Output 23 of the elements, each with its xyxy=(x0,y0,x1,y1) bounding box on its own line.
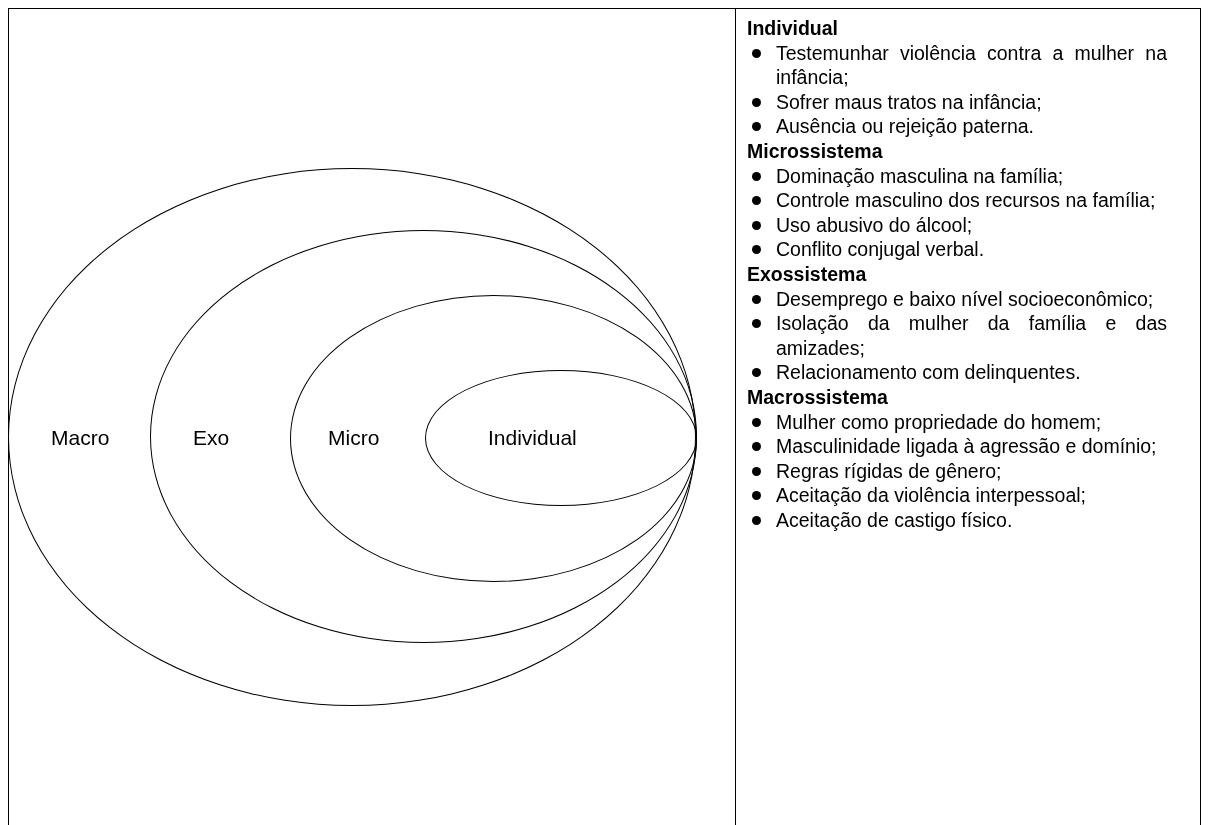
list-item-text: Aceitação de castigo físico. xyxy=(776,507,1014,533)
list-item-text: Masculinidade ligada à agressão e domínio; xyxy=(776,434,1158,459)
list-item-text: Conflito conjugal verbal. xyxy=(776,237,986,262)
list-item-text: Controle masculino dos recursos na família; xyxy=(776,188,1157,213)
list-item-text: Uso abusivo do álcool; xyxy=(776,212,974,238)
region-label: Exo xyxy=(193,426,230,450)
region-label: Micro xyxy=(328,426,380,450)
section-heading: Exossistema xyxy=(747,261,867,287)
region-label: Macro xyxy=(51,426,110,450)
list-item-text: Mulher como propriedade do homem; xyxy=(776,409,1103,435)
section-heading: Individual xyxy=(747,16,838,41)
list-item-text: Ausência ou rejeição paterna. xyxy=(776,114,1035,139)
section-heading: Macrossistema xyxy=(747,384,888,410)
region-label: Individual xyxy=(488,426,577,450)
list-item-text: Testemunhar violência contra a mulher na infância; xyxy=(776,40,1167,90)
list-item-text: Relacionamento com delinquentes. xyxy=(776,360,1082,385)
list-item-text: Isolação da mulher da família e das amizades; xyxy=(776,311,1167,361)
section-heading: Microssistema xyxy=(747,138,883,164)
list-item-text: Aceitação da violência interpessoal; xyxy=(776,483,1088,508)
list-item-text: Dominação masculina na família; xyxy=(776,163,1065,189)
list-item-text: Regras rígidas de gênero; xyxy=(776,458,1003,484)
list-item-text: Desemprego e baixo nível socioeconômico; xyxy=(776,286,1155,312)
list-item-text: Sofrer maus tratos na infância; xyxy=(776,89,1043,115)
